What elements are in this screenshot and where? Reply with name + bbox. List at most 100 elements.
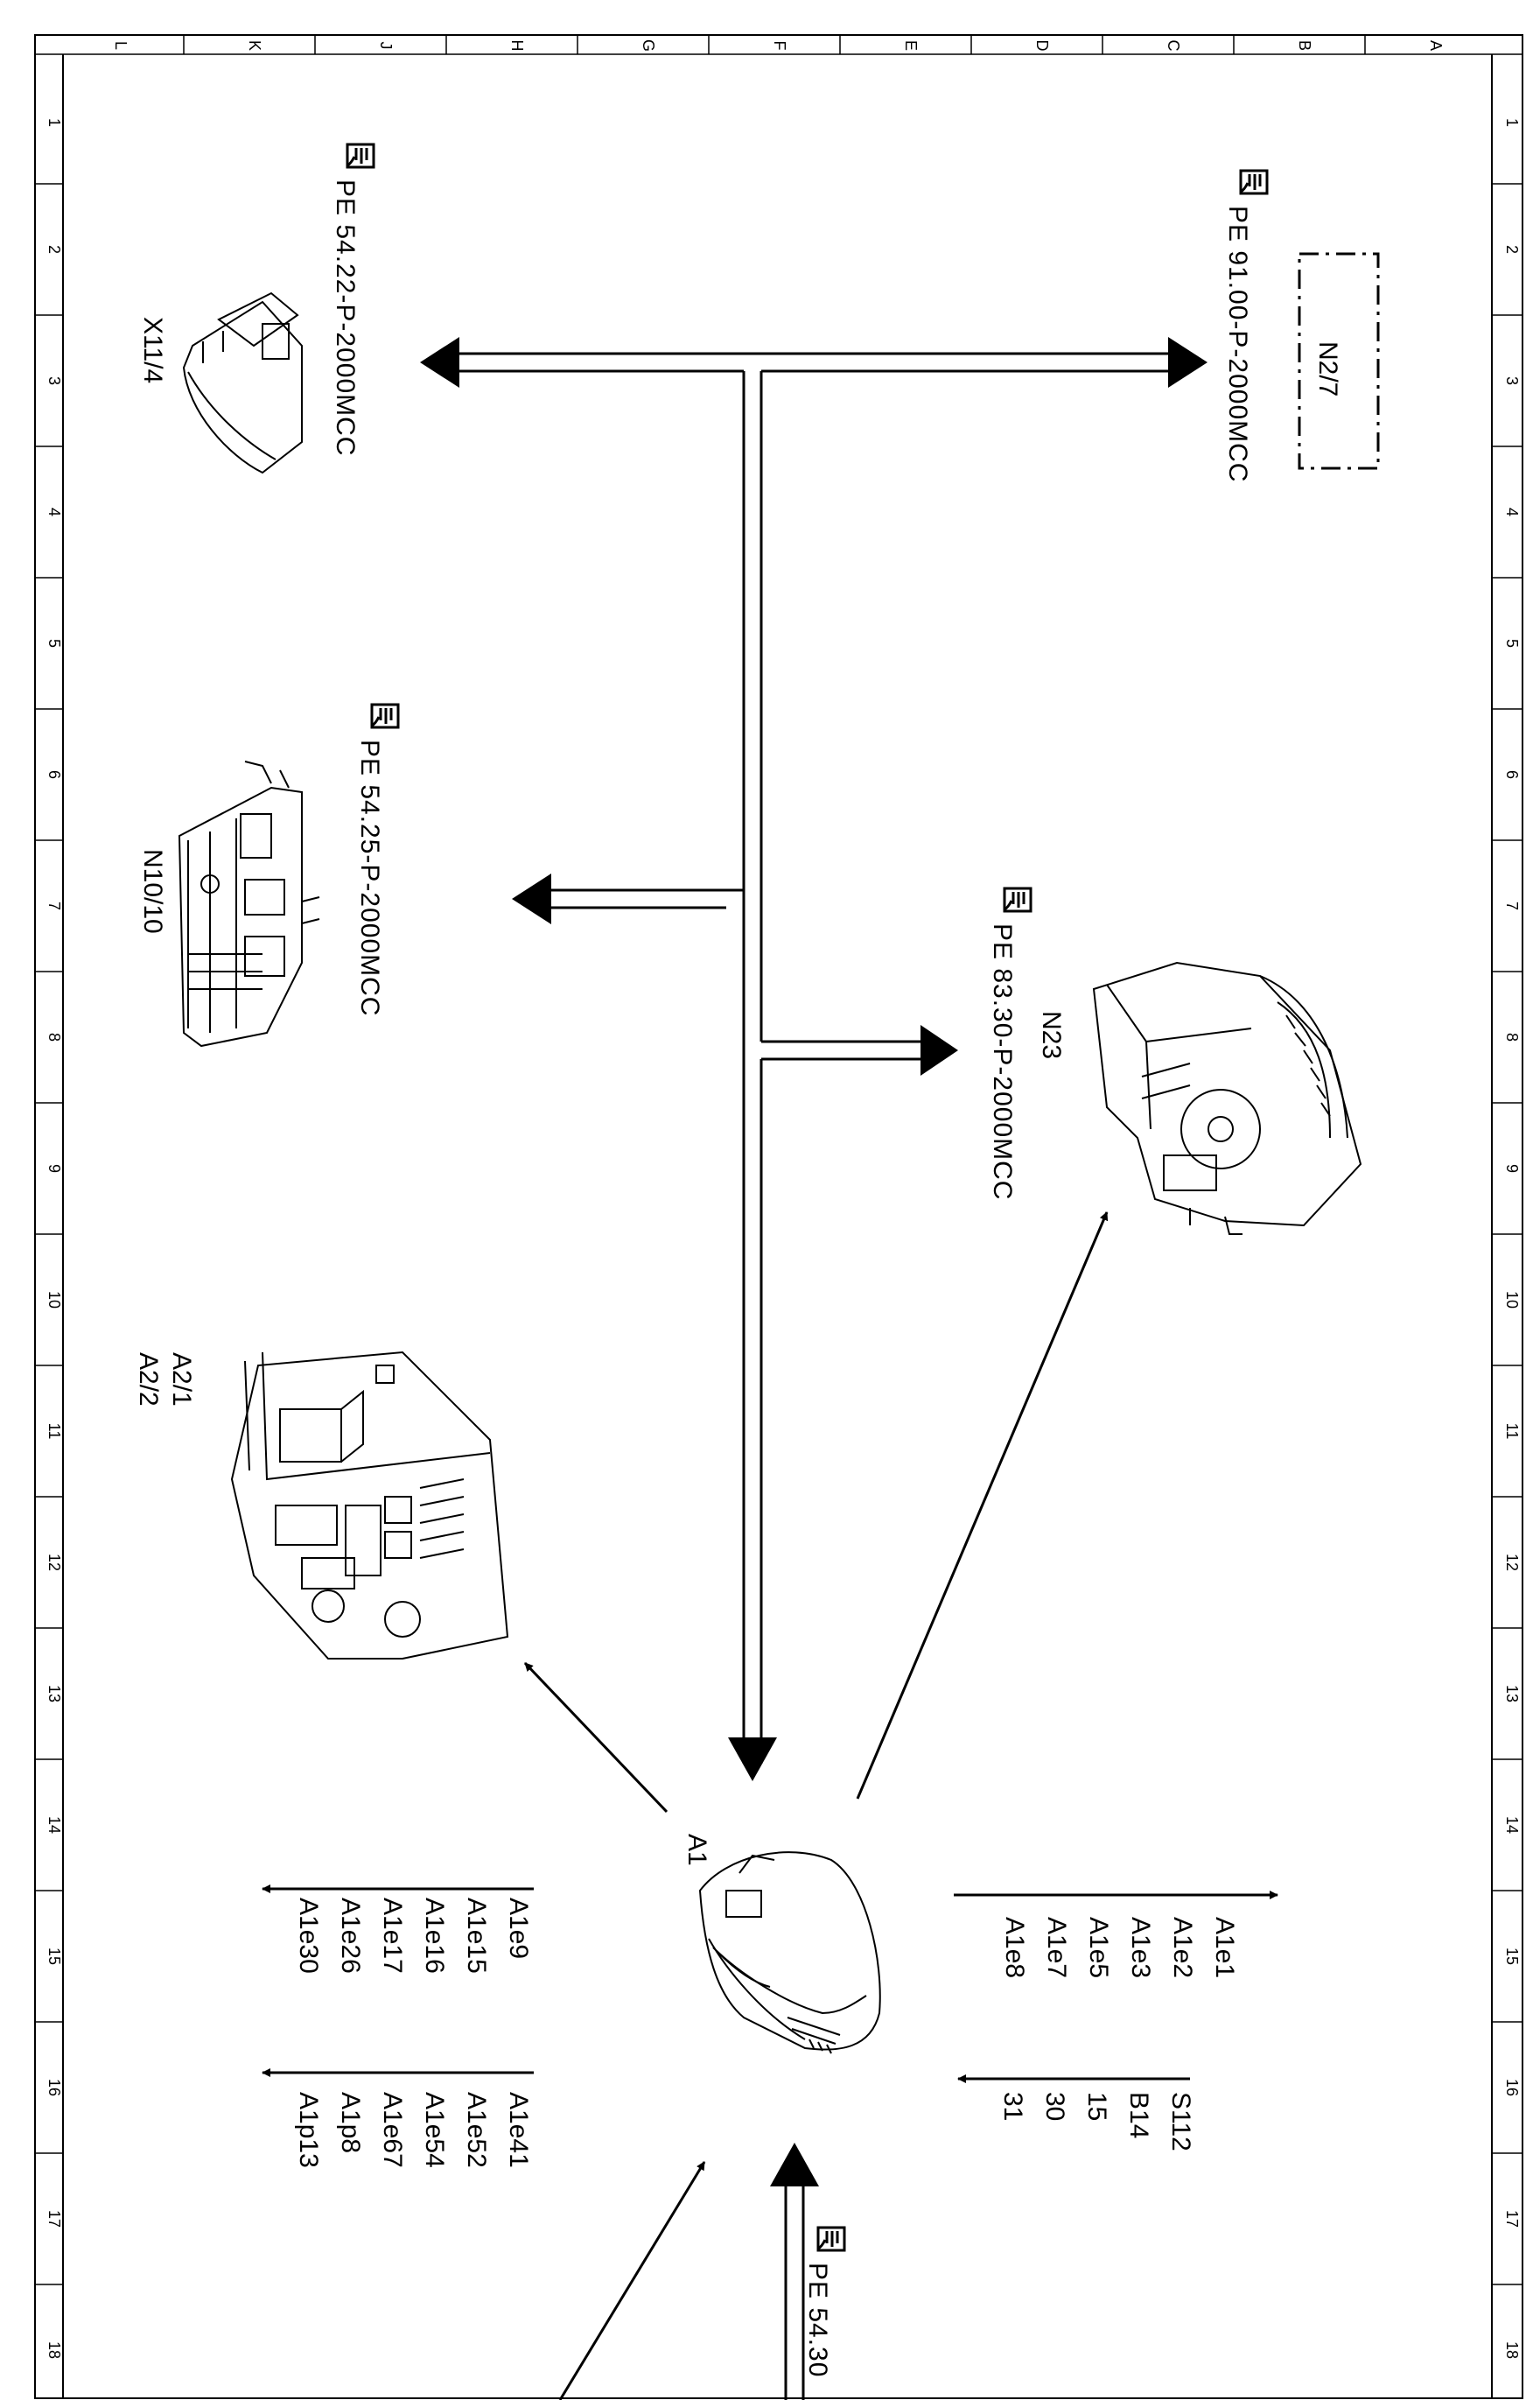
manual-hand-icon <box>346 143 375 169</box>
ref-pe-91-label: PE 91.00-P-2000MCC <box>1223 206 1252 482</box>
ref-pe-833-label: PE 83.30-P-2000MCC <box>988 923 1017 1200</box>
signal-label: S112 <box>1166 2092 1195 2151</box>
signal-list-left-upper: A1e9 A1e15 A1e16 A1e17 A1e26 A1e30 <box>294 1898 533 1974</box>
arrow-bottom-in <box>558 2161 706 2400</box>
row-label: 14 <box>46 1816 63 1834</box>
row-label: 7 <box>1503 902 1521 910</box>
column-labels: L K J H G F E D C B A <box>112 39 1445 52</box>
column-label: A <box>1427 40 1445 51</box>
arrow-left-x114 <box>420 337 459 388</box>
signal-label: 30 <box>1040 2092 1069 2121</box>
row-labels-left: 1 2 3 4 5 6 7 8 9 10 11 12 13 14 15 16 1… <box>46 118 63 2359</box>
a1-label: A1 <box>682 1834 711 1866</box>
ref-pe-5430: PE 54.30 <box>803 2226 846 2377</box>
row-label: 1 <box>1503 118 1521 127</box>
ref-pe-5422-label: PE 54.22-P-2000MCC <box>331 179 360 456</box>
row-label: 3 <box>46 376 63 385</box>
row-label: 4 <box>46 508 63 516</box>
n1010-label: N10/10 <box>138 849 167 934</box>
signal-label: A1e67 <box>378 2092 407 2168</box>
column-ticks <box>183 35 1366 54</box>
row-label: 9 <box>1503 1164 1521 1173</box>
row-label: 3 <box>1503 376 1521 385</box>
manual-hand-icon <box>1003 887 1032 913</box>
drawing-frame <box>34 34 1523 2399</box>
signal-label: B14 <box>1124 2092 1153 2138</box>
row-label: 12 <box>1503 1554 1521 1571</box>
signal-label: A1e26 <box>336 1898 365 1974</box>
signal-label: A1e5 <box>1084 1917 1113 1978</box>
ref-pe-5430-label: PE 54.30 <box>803 2263 832 2377</box>
column-label: J <box>377 42 395 50</box>
ref-pe-5425: PE 54.25-P-2000MCC <box>355 703 400 1016</box>
signal-label: A1e17 <box>378 1898 407 1974</box>
n23-control-unit-drawing <box>1092 961 1362 1235</box>
row-label: 5 <box>1503 639 1521 648</box>
signal-list-left-lower: A1e41 A1e52 A1e54 A1e67 A1p8 A1p13 <box>294 2092 533 2168</box>
row-label: 7 <box>46 902 63 910</box>
arrow-right-n27 <box>1168 337 1208 388</box>
column-label: K <box>246 40 263 51</box>
row-label: 1 <box>46 118 63 127</box>
manual-hand-icon <box>1239 169 1269 195</box>
row-label: 15 <box>1503 1947 1521 1965</box>
row-label: 6 <box>46 770 63 779</box>
row-label: 17 <box>46 2210 63 2228</box>
row-label: 11 <box>46 1423 63 1440</box>
signal-label: A1e1 <box>1210 1917 1239 1978</box>
row-label: 4 <box>1503 508 1521 516</box>
row-label: 8 <box>46 1033 63 1042</box>
row-ticks <box>35 183 1522 2285</box>
row-label: 17 <box>1503 2210 1521 2228</box>
row-label: 9 <box>46 1164 63 1173</box>
signal-label: A1e8 <box>1000 1917 1029 1978</box>
ref-pe-5422: PE 54.22-P-2000MCC <box>331 143 375 456</box>
row-label: 11 <box>1503 1423 1521 1440</box>
row-label: 10 <box>1503 1291 1521 1309</box>
row-label: 5 <box>46 639 63 648</box>
row-label: 18 <box>46 2341 63 2359</box>
row-label: 13 <box>46 1685 63 1702</box>
row-label: 12 <box>46 1554 63 1571</box>
manual-hand-icon <box>816 2226 846 2252</box>
ref-pe-91: PE 91.00-P-2000MCC <box>1223 169 1269 482</box>
signal-label: A1e30 <box>294 1898 323 1974</box>
column-label: H <box>508 40 526 52</box>
column-label: B <box>1296 40 1313 51</box>
x114-label: X11/4 <box>138 317 167 383</box>
column-label: L <box>112 41 130 50</box>
row-label: 8 <box>1503 1033 1521 1042</box>
x114-connector-drawing <box>182 291 303 474</box>
signal-label: A1e2 <box>1168 1917 1197 1978</box>
column-label: D <box>1033 40 1051 52</box>
signal-arrows <box>262 1211 1278 2400</box>
signal-label: A1e52 <box>462 2092 491 2168</box>
signal-label: A1e7 <box>1042 1917 1071 1978</box>
a22-label: A2/2 <box>134 1352 163 1407</box>
row-label: 18 <box>1503 2341 1521 2359</box>
row-labels-right: 1 2 3 4 5 6 7 8 9 10 11 12 13 14 15 16 1… <box>1503 118 1521 2359</box>
arrow-a1-to-a2 <box>523 1661 668 1814</box>
signal-list-right-in: S112 B14 15 30 31 <box>998 2092 1195 2151</box>
row-label: 16 <box>1503 2079 1521 2096</box>
signal-label: A1e54 <box>420 2092 449 2168</box>
arrow-left-n1010 <box>512 874 551 924</box>
a1-instrument-cluster-drawing <box>698 1851 881 2054</box>
ref-pe-833: PE 83.30-P-2000MCC <box>988 887 1032 1200</box>
row-label: 16 <box>46 2079 63 2096</box>
column-label: E <box>902 40 920 51</box>
a21-label: A2/1 <box>167 1352 196 1407</box>
column-label: G <box>640 39 657 52</box>
signal-list-right-out: A1e1 A1e2 A1e3 A1e5 A1e7 A1e8 <box>1000 1917 1239 1978</box>
arrow-a1-to-n23 <box>856 1211 1109 1800</box>
signal-label: A1e3 <box>1126 1917 1155 1978</box>
arrow-right-n23 <box>920 1025 958 1076</box>
row-label: 13 <box>1503 1685 1521 1702</box>
signal-label: 31 <box>998 2092 1027 2121</box>
row-label: 6 <box>1503 770 1521 779</box>
signal-label: A1e9 <box>504 1898 533 1959</box>
bus-arrowheads <box>420 337 1208 2186</box>
signal-label: A1e16 <box>420 1898 449 1974</box>
column-label: F <box>771 41 788 51</box>
